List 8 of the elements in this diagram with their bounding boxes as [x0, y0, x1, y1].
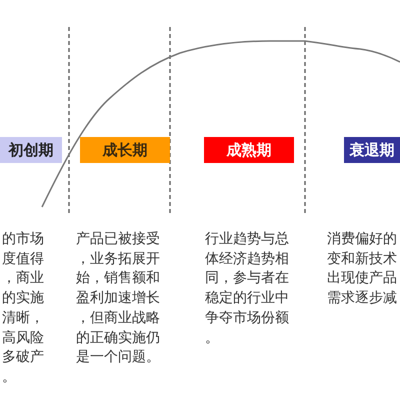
phase-badge: 成长期 — [80, 137, 170, 163]
phase-description: 的市场度值得，商业的实施清晰，高风险多破产。 — [2, 230, 45, 387]
phase-badge: 初创期 — [0, 137, 62, 163]
phase-description: 产品已被接受，业务拓展开始，销售额和盈利加速增长，但商业战略的正确实施仍是一个问题。 — [76, 230, 161, 368]
phase-description: 消费偏好的变和新技术出现使产品需求逐步减 — [327, 230, 398, 308]
phase-badge: 成熟期 — [204, 137, 294, 163]
phase-description: 行业趋势与总体经济趋势相同，参与者在稳定的行业中争夺市场份额。 — [205, 230, 290, 348]
phase-badge: 衰退期 — [344, 137, 400, 163]
